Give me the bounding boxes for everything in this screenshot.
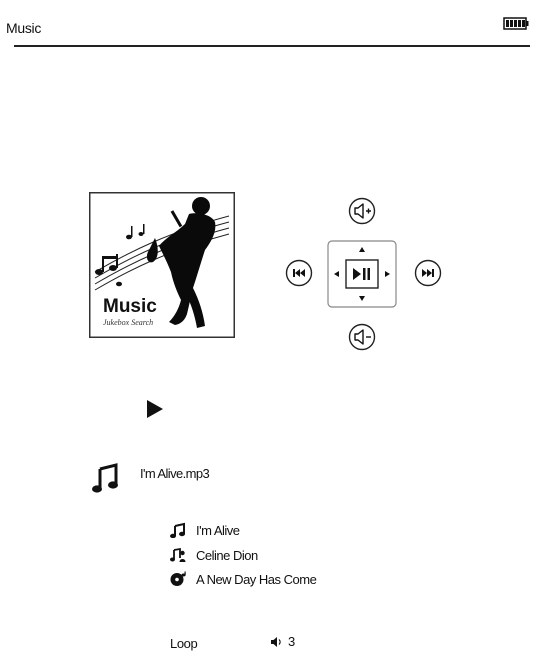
- speaker-icon: [271, 636, 281, 647]
- next-track-button[interactable]: [414, 259, 442, 287]
- album-disc-icon: [170, 571, 186, 586]
- navigation-pad[interactable]: [327, 240, 397, 308]
- artist-row: Celine Dion: [170, 547, 258, 563]
- song-title-row: I'm Alive: [170, 522, 240, 538]
- left-arrow-icon: [334, 271, 339, 277]
- album-art: Music Jukebox Search: [89, 192, 235, 338]
- album-name: A New Day Has Come: [196, 571, 317, 587]
- song-icon: [170, 522, 185, 538]
- album-art-subtitle: Jukebox Search: [103, 318, 153, 327]
- up-arrow-icon: [359, 247, 365, 252]
- music-note-icon: [92, 463, 118, 493]
- volume-value: 3: [288, 634, 296, 649]
- artist-name: Celine Dion: [196, 547, 258, 563]
- page-title: Music: [6, 20, 42, 36]
- volume-up-button[interactable]: [348, 197, 376, 225]
- play-state-icon: [147, 400, 163, 418]
- right-arrow-icon: [385, 271, 390, 277]
- header-divider: [14, 45, 530, 47]
- current-filename: I'm Alive.mp3: [140, 466, 210, 481]
- play-pause-button: [345, 259, 379, 289]
- artist-icon: [170, 547, 186, 562]
- previous-track-button[interactable]: [285, 259, 313, 287]
- battery-icon: [503, 17, 529, 30]
- album-art-title: Music: [103, 296, 157, 317]
- volume-down-button[interactable]: [348, 323, 376, 351]
- volume-level: 3: [270, 634, 295, 649]
- loop-label: Loop: [170, 636, 198, 651]
- down-arrow-icon: [359, 296, 365, 301]
- song-title: I'm Alive: [196, 522, 240, 538]
- album-row: A New Day Has Come: [170, 571, 317, 587]
